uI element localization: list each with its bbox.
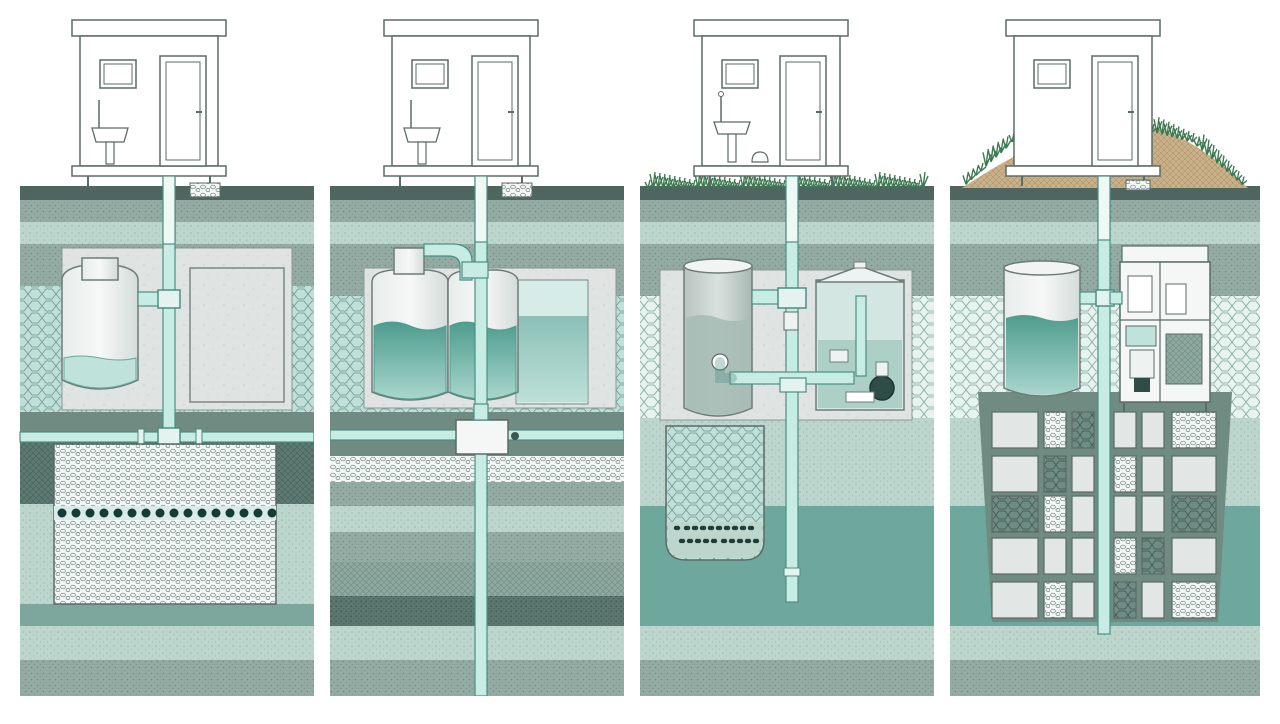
panel-two-chamber-tank — [329, 19, 625, 697]
perforation-hole — [85, 508, 95, 518]
chamber-block — [1071, 455, 1095, 493]
chamber-block — [1141, 411, 1165, 449]
chamber-block — [1113, 455, 1137, 493]
panel-holding-tank-pump — [640, 19, 934, 696]
pump-icon — [869, 361, 895, 401]
chamber-block — [1113, 411, 1137, 449]
chamber-block — [1171, 537, 1217, 575]
house-icon — [71, 19, 227, 186]
perforation-hole — [113, 508, 123, 518]
chamber-block — [1171, 411, 1217, 449]
valve-icon — [157, 289, 181, 309]
valve-icon — [511, 432, 519, 440]
perforation-hole — [155, 508, 165, 518]
perforation-hole — [169, 508, 179, 518]
two-chamber-tank — [363, 247, 617, 409]
chamber-block — [991, 581, 1039, 619]
perforation-hole — [127, 508, 137, 518]
window-icon — [411, 59, 449, 89]
pipe-icon — [711, 175, 867, 603]
chamber-block — [1171, 495, 1217, 533]
chamber-block — [991, 537, 1039, 575]
chamber-block — [1071, 581, 1095, 619]
chamber-block — [991, 495, 1039, 533]
house-icon — [693, 19, 849, 186]
pipe-icon — [329, 175, 625, 697]
drain-field — [53, 443, 277, 605]
perforation-hole — [57, 508, 67, 518]
tank-icon — [61, 257, 139, 390]
window-icon — [1033, 59, 1071, 89]
chamber-grid — [991, 411, 1217, 619]
perforation-hole — [197, 508, 207, 518]
pump-icon — [1134, 378, 1150, 392]
window-icon — [721, 59, 759, 89]
treatment-unit — [1119, 245, 1211, 412]
chamber-block — [1113, 495, 1137, 533]
tank-icon — [683, 258, 753, 417]
toilet-icon — [403, 100, 441, 165]
perforation-hole — [253, 508, 263, 518]
chamber-block — [1141, 495, 1165, 533]
tank-icon — [1003, 260, 1081, 397]
pit-stones — [673, 525, 760, 544]
chamber-block — [1141, 537, 1165, 575]
chamber-block — [991, 455, 1039, 493]
perforated-pipe — [57, 508, 277, 518]
chamber-block — [1043, 455, 1067, 493]
chamber-block — [1171, 581, 1217, 619]
perforation-hole — [225, 508, 235, 518]
panel-treatment-unit-modular — [950, 19, 1260, 696]
house-icon — [383, 19, 539, 186]
chamber-block — [1113, 537, 1137, 575]
perforation-hole — [267, 508, 277, 518]
pipe-icon — [1079, 175, 1123, 635]
perforation-hole — [239, 508, 249, 518]
chamber-block — [1071, 537, 1095, 575]
chamber-block — [1071, 495, 1095, 533]
chamber-block — [1043, 581, 1067, 619]
perforation-hole — [211, 508, 221, 518]
house-icon — [1005, 19, 1161, 186]
chamber-block — [1113, 581, 1137, 619]
pipe-icon — [19, 175, 315, 491]
perforation-hole — [99, 508, 109, 518]
soakaway-pit — [665, 425, 765, 561]
chamber-block — [1071, 411, 1095, 449]
chamber-block — [1171, 455, 1217, 493]
perforation-hole — [141, 508, 151, 518]
perforation-hole — [71, 508, 81, 518]
chamber-block — [1141, 455, 1165, 493]
sink-icon — [713, 91, 769, 163]
holding-tank — [61, 247, 293, 411]
chamber-block — [1141, 581, 1165, 619]
chamber-block — [1043, 411, 1067, 449]
distribution-box — [455, 419, 509, 455]
valve-icon — [777, 287, 807, 309]
window-icon — [99, 59, 137, 89]
panel-septic-tank-drain-field — [19, 19, 315, 696]
perforation-hole — [183, 508, 193, 518]
chamber-block — [1043, 495, 1067, 533]
chamber-block — [1043, 537, 1067, 575]
toilet-icon — [91, 100, 129, 165]
chamber-block — [991, 411, 1039, 449]
tank-icon — [371, 247, 449, 401]
